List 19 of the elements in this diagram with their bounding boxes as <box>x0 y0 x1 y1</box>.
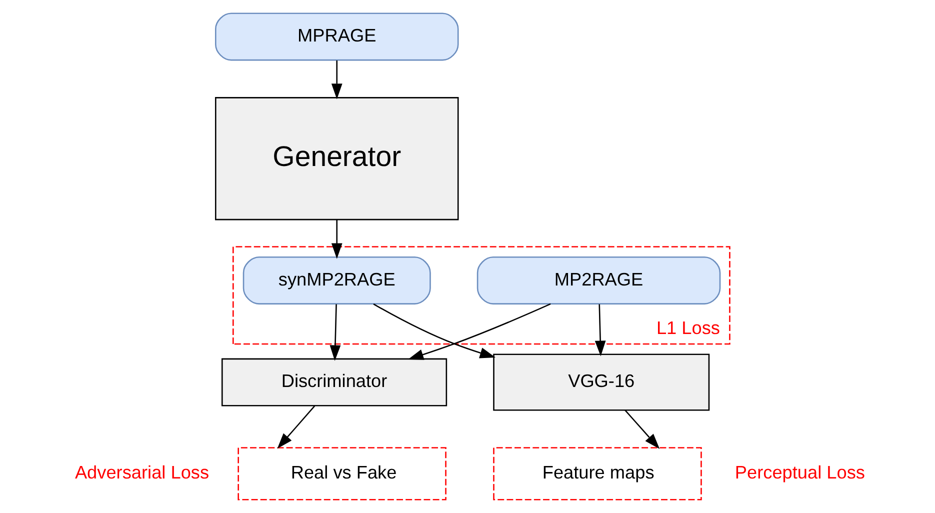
node-box: MPRAGE <box>215 12 459 61</box>
node-box: Feature maps <box>493 447 702 500</box>
arrow <box>331 60 342 100</box>
node-box: Real vs Fake <box>238 447 446 500</box>
node-box: Discriminator <box>221 358 448 406</box>
node-box: VGG-16 <box>493 354 710 411</box>
node-box: synMP2RAGE <box>242 256 431 304</box>
arrow <box>277 406 316 449</box>
arrow <box>373 303 496 358</box>
node-label: Adversarial Loss <box>74 462 210 482</box>
node-label: Perceptual Loss <box>734 462 866 482</box>
node-box: Generator <box>215 97 459 220</box>
arrow <box>330 304 341 361</box>
arrow <box>331 220 342 259</box>
node-label: L1 Loss <box>656 318 720 338</box>
arrow <box>624 410 660 450</box>
arrow <box>594 304 606 356</box>
node-box: MP2RAGE <box>476 256 721 304</box>
arrow <box>408 303 551 360</box>
